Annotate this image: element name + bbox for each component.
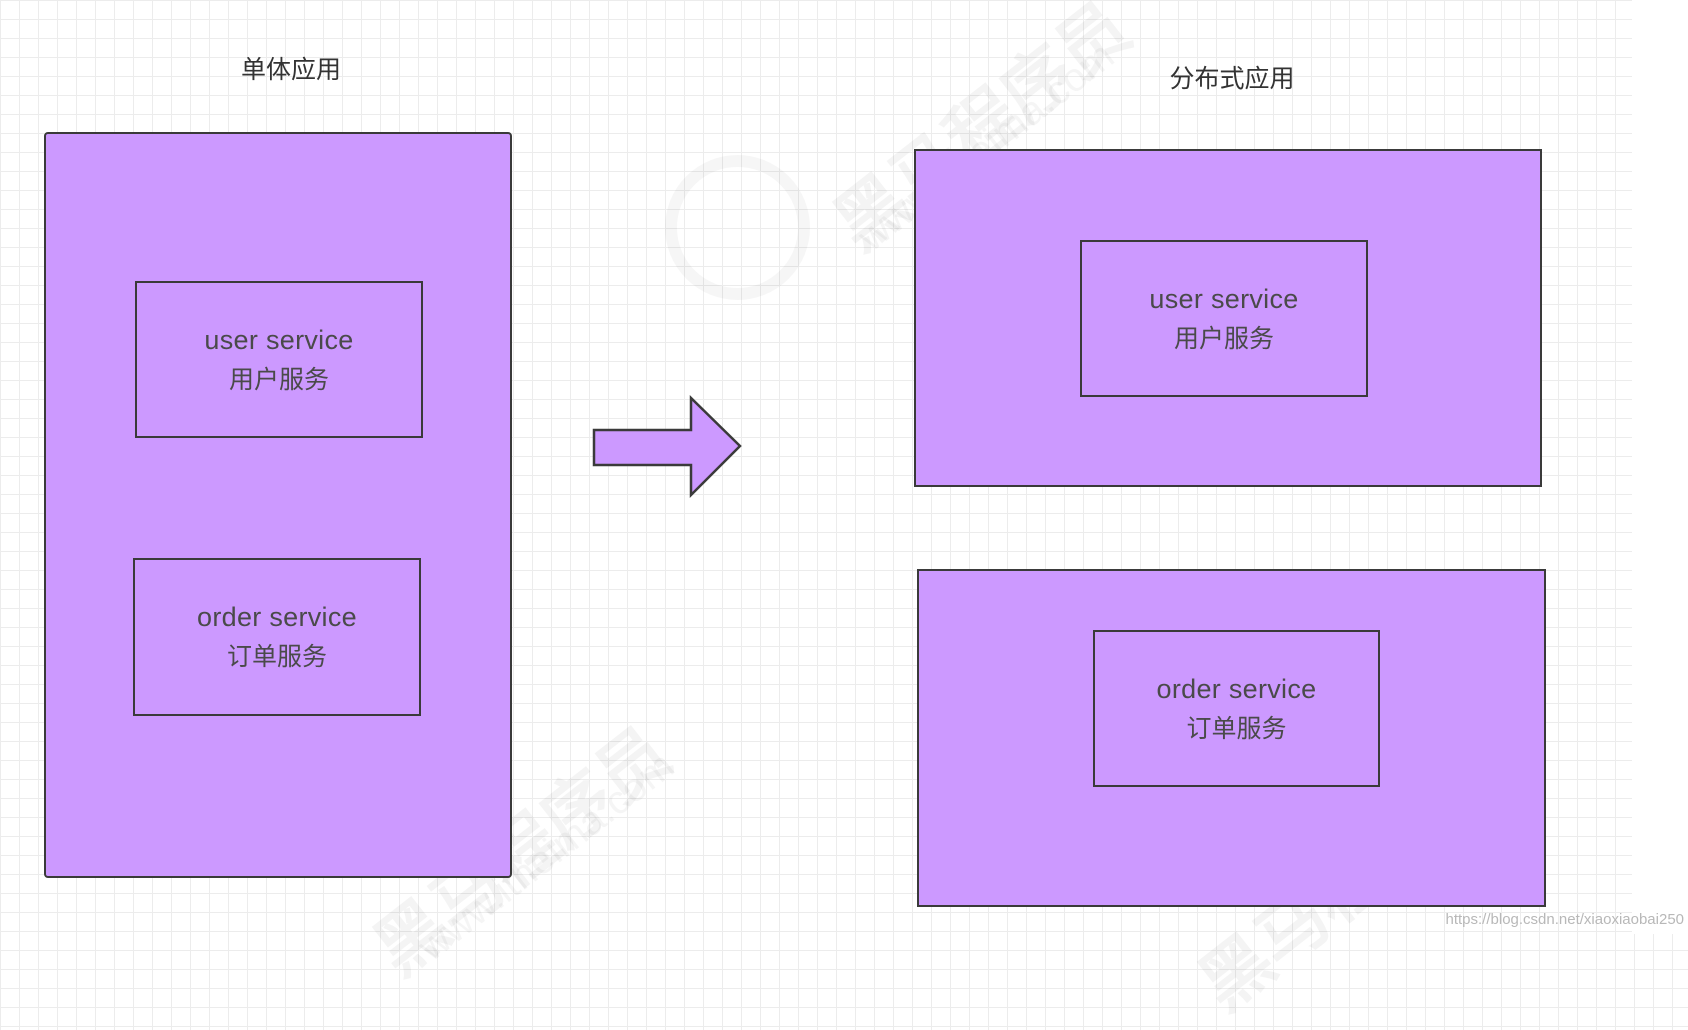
service-name-en: user service (1149, 283, 1299, 314)
distributed-title: 分布式应用 (1169, 65, 1295, 93)
distributed-user-service-box: user service 用户服务 (1080, 240, 1368, 397)
right-arrow-icon (592, 395, 742, 499)
service-name-zh: 订单服务 (226, 643, 327, 671)
distributed-order-service-box: order service 订单服务 (1093, 630, 1380, 787)
monolith-title: 单体应用 (240, 56, 342, 84)
service-name-en: user service (204, 324, 354, 355)
service-name-zh: 用户服务 (1173, 324, 1274, 353)
monolith-order-service-box: order service 订单服务 (133, 558, 421, 716)
monolith-user-service-box: user service 用户服务 (135, 281, 423, 438)
canvas-margin (1632, 0, 1688, 934)
watermark-logo (665, 155, 810, 300)
service-name-zh: 用户服务 (228, 365, 329, 394)
source-credit: https://blog.csdn.net/xiaoxiaobai250 (1445, 911, 1685, 928)
service-name-en: order service (197, 602, 357, 632)
service-name-en: order service (1156, 673, 1317, 704)
monolith-container (44, 132, 512, 878)
service-name-zh: 订单服务 (1186, 714, 1287, 743)
